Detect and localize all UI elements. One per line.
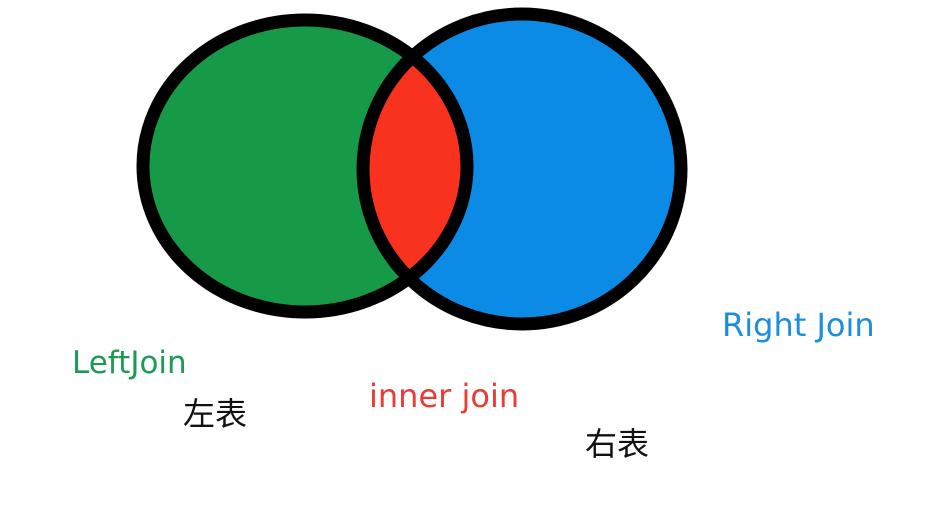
left-set-outline (136, 13, 474, 319)
inner-join-label: inner join (369, 377, 520, 415)
left-table-label: 左表 (183, 395, 248, 433)
right-table-label: 右表 (585, 425, 650, 463)
left-join-label: LeftJoin (72, 345, 187, 381)
right-join-label: Right Join (722, 306, 875, 344)
right-set-outline (356, 7, 688, 331)
